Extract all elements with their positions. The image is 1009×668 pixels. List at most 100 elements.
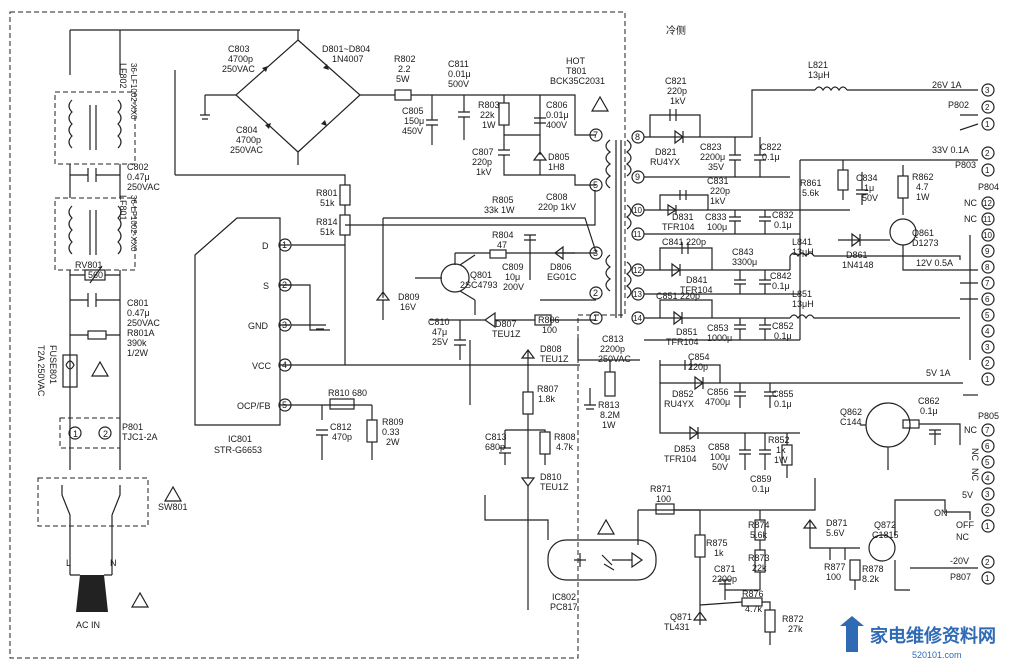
p805-pin6: 6 [985,442,990,451]
feedback-wiring [547,478,930,645]
r871-val: 100 [656,494,671,504]
r814-ref: R814 [316,217,338,227]
out-5v: 5V 1A [926,368,951,378]
p804-pin4: 4 [985,327,990,336]
d807-ref: D807 [495,319,517,329]
c803-rating: 250VAC [222,64,255,74]
nc-label-2: NC [964,214,977,224]
c809-ref: C809 [502,262,524,272]
d831-ref: D831 [672,212,694,222]
p802-pin1: 1 [985,120,990,129]
nc-label-3: NC [964,425,977,435]
r803-rating: 1W [482,120,496,130]
d851-part: TFR104 [666,337,699,347]
bridge-ref: D801~D804 [322,44,370,54]
ic801-pin2-num: 2 [282,280,287,290]
p801-pin2: 2 [103,429,108,439]
c871-ref: C871 [714,564,736,574]
lf801-part: 36-LF1002-XX0 [129,195,138,252]
sw801-ref: SW801 [158,502,188,512]
t801-pin1: 1 [593,313,598,323]
d805-ref: D805 [548,152,570,162]
r810-label: R810 680 [328,388,367,398]
ic801-pin-d: D [262,241,269,251]
r878-ref: R878 [862,564,884,574]
c822-ref: C822 [760,142,782,152]
l821-val: 13μH [808,70,830,80]
d852-ref: D852 [672,389,694,399]
c841-label: C841 220p [662,237,706,247]
q801-part: 2SC4793 [460,280,498,290]
c862-val: 0.1μ [920,406,938,416]
c808-ref: C808 [546,192,568,202]
d808-part: TEU1Z [540,354,569,364]
c809-val: 10μ [505,272,520,282]
p804-pin1: 1 [985,375,990,384]
c834-ref: C834 [856,173,878,183]
warning-icon [90,360,110,377]
p802-ref: P802 [948,100,969,110]
c854-ref: C854 [688,352,710,362]
p805-pin2: 2 [985,506,990,515]
c805-ref: C805 [402,106,424,116]
d805-part: 1H8 [548,162,565,172]
out-12v: 12V 0.5A [916,258,953,268]
c821-ref: C821 [665,76,687,86]
r803-val: 22k [480,110,495,120]
c855-ref: C855 [772,389,794,399]
c823-val: 2200μ [700,152,725,162]
r801a-val: 390k [127,338,147,348]
r814-val: 51k [320,227,335,237]
on-label: ON [934,508,948,518]
c852-ref: C852 [772,321,794,331]
ic801-package [194,217,345,426]
p801-ref: P801 [122,422,143,432]
t801-pin9: 9 [635,172,640,182]
t801-pin5: 5 [593,180,598,190]
t801-pin10: 10 [633,206,642,215]
out-33v: 33V 0.1A [932,145,969,155]
c803-ref: C803 [228,44,250,54]
q862-ref: Q862 [840,407,862,417]
d808-ref: D808 [540,344,562,354]
r871-ref: R871 [650,484,672,494]
ic802-ref: IC802 [552,592,576,602]
q861-part: D1273 [912,238,939,248]
r862-val: 4.7 [916,182,929,192]
ic801-pin5-num: 5 [282,400,287,410]
d809-val: 16V [400,302,416,312]
r809-rating: 2W [386,437,400,447]
d821-ref: D821 [655,147,677,157]
t801-part: BCK35C2031 [550,76,605,86]
p803-ref: P803 [955,160,976,170]
d861-part: 1N4148 [842,260,874,270]
r802-ref: R802 [394,54,416,64]
d806-ref: D806 [550,262,572,272]
c801-ref: C801 [127,298,149,308]
q871-part: TL431 [664,622,690,632]
c806-rating: 400V [546,120,567,130]
d851-ref: D851 [676,327,698,337]
q861-ref: Q861 [912,228,934,238]
connector-p804 [960,196,995,386]
c853-val: 1000μ [707,333,732,343]
r802-val: 2.2 [398,64,411,74]
r804-ref: R804 [492,230,514,240]
q801-ref: Q801 [470,270,492,280]
c853-ref: C853 [707,323,729,333]
p805-pin4: 4 [985,474,990,483]
c802-ref: C802 [127,162,149,172]
ic801-pin-ocp: OCP/FB [237,401,271,411]
connector-p803 [981,146,995,177]
c823-rating: 35V [708,162,724,172]
c801-val: 0.47μ [127,308,150,318]
c804-ref: C804 [236,125,258,135]
r806-ref: R806 [538,315,560,325]
d841-part: TFR104 [680,285,713,295]
plug-n: N [110,558,117,568]
ac-in-label: AC IN [76,620,100,630]
r813-rating: 1W [602,420,616,430]
p802-pin3: 3 [985,86,990,95]
c822-val: 0.1μ [762,152,780,162]
c859-ref: C859 [750,474,772,484]
